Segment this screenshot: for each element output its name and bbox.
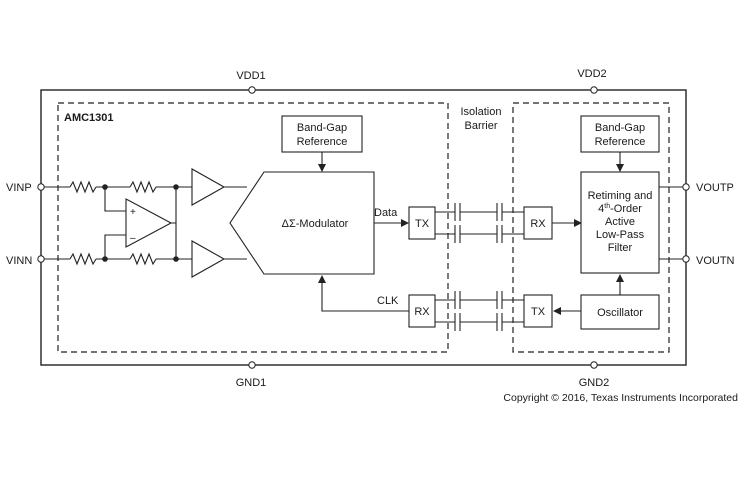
filter-line4: Low-Pass	[596, 229, 645, 241]
resistor-vinp-2	[129, 180, 157, 194]
isolation-capacitors-data	[435, 203, 524, 243]
arrow-bandgap-to-filter	[616, 164, 624, 172]
modulator-label: ΔΣ-Modulator	[282, 218, 349, 230]
rx-right-label: RX	[530, 218, 546, 230]
primary-side-domain	[57, 102, 449, 353]
arrow-bandgap-to-modulator	[318, 164, 326, 172]
bandgap-left-line2: Reference	[297, 136, 348, 148]
gnd1-pin	[248, 361, 256, 369]
voutn-label: VOUTN	[696, 255, 735, 267]
buffer-positive	[191, 168, 226, 206]
oscillator-label: Oscillator	[597, 307, 643, 319]
opamp-plus: +	[130, 207, 136, 218]
filter-line5: Filter	[608, 242, 633, 254]
vdd2-label: VDD2	[577, 68, 606, 80]
gnd2-pin	[590, 361, 598, 369]
voutp-label: VOUTP	[696, 182, 734, 194]
opamp-minus: –	[130, 233, 136, 244]
gnd1-label: GND1	[236, 377, 267, 389]
vinn-label: VINN	[6, 255, 32, 267]
tx-left-block	[408, 206, 436, 240]
filter-line3: Active	[605, 216, 635, 228]
bandgap-reference-right	[580, 115, 660, 153]
device-name: AMC1301	[64, 112, 114, 124]
rx-left-label: RX	[414, 306, 430, 318]
isolation-capacitors-clock	[435, 291, 524, 331]
resistor-vinp-1	[69, 180, 97, 194]
bandgap-right-line1: Band-Gap	[595, 122, 645, 134]
arrow-clk	[318, 275, 326, 283]
tx-left-label: TX	[415, 218, 430, 230]
delta-sigma-modulator	[229, 171, 375, 275]
arrow-rx-to-filter	[574, 219, 582, 227]
bandgap-left-line1: Band-Gap	[297, 122, 347, 134]
clk-label: CLK	[377, 295, 399, 307]
vdd2-pin	[590, 86, 598, 94]
buffer-negative	[191, 240, 226, 278]
arrow-osc-to-filter	[616, 274, 624, 282]
opamp	[125, 198, 173, 248]
isolation-label-line1: Isolation	[461, 106, 502, 118]
package-outline	[40, 89, 687, 366]
data-label: Data	[374, 207, 398, 219]
vdd1-pin	[248, 86, 256, 94]
isolation-label-line2: Barrier	[464, 120, 497, 132]
retiming-lowpass-filter	[580, 171, 660, 274]
vinp-pin	[37, 183, 45, 191]
copyright-notice: Copyright © 2016, Texas Instruments Inco…	[503, 392, 738, 404]
resistor-vinn-1	[69, 252, 97, 266]
oscillator-block	[580, 294, 660, 330]
tx-right-label: TX	[531, 306, 546, 318]
bandgap-right-line2: Reference	[595, 136, 646, 148]
filter-line1: Retiming and	[588, 190, 653, 202]
voutp-pin	[682, 183, 690, 191]
filter-line2: 4th-Order	[598, 203, 642, 215]
secondary-side-domain	[512, 102, 670, 353]
arrow-data	[401, 219, 409, 227]
bandgap-reference-left	[281, 115, 363, 153]
voutn-pin	[682, 255, 690, 263]
input-network: + –	[44, 180, 192, 266]
tx-right-block	[523, 294, 553, 328]
rx-right-block	[523, 206, 553, 240]
resistor-vinn-2	[129, 252, 157, 266]
vinn-pin	[37, 255, 45, 263]
arrow-osc-to-tx	[553, 307, 561, 315]
vinp-label: VINP	[6, 182, 32, 194]
vdd1-label: VDD1	[236, 70, 265, 82]
gnd2-label: GND2	[579, 377, 610, 389]
